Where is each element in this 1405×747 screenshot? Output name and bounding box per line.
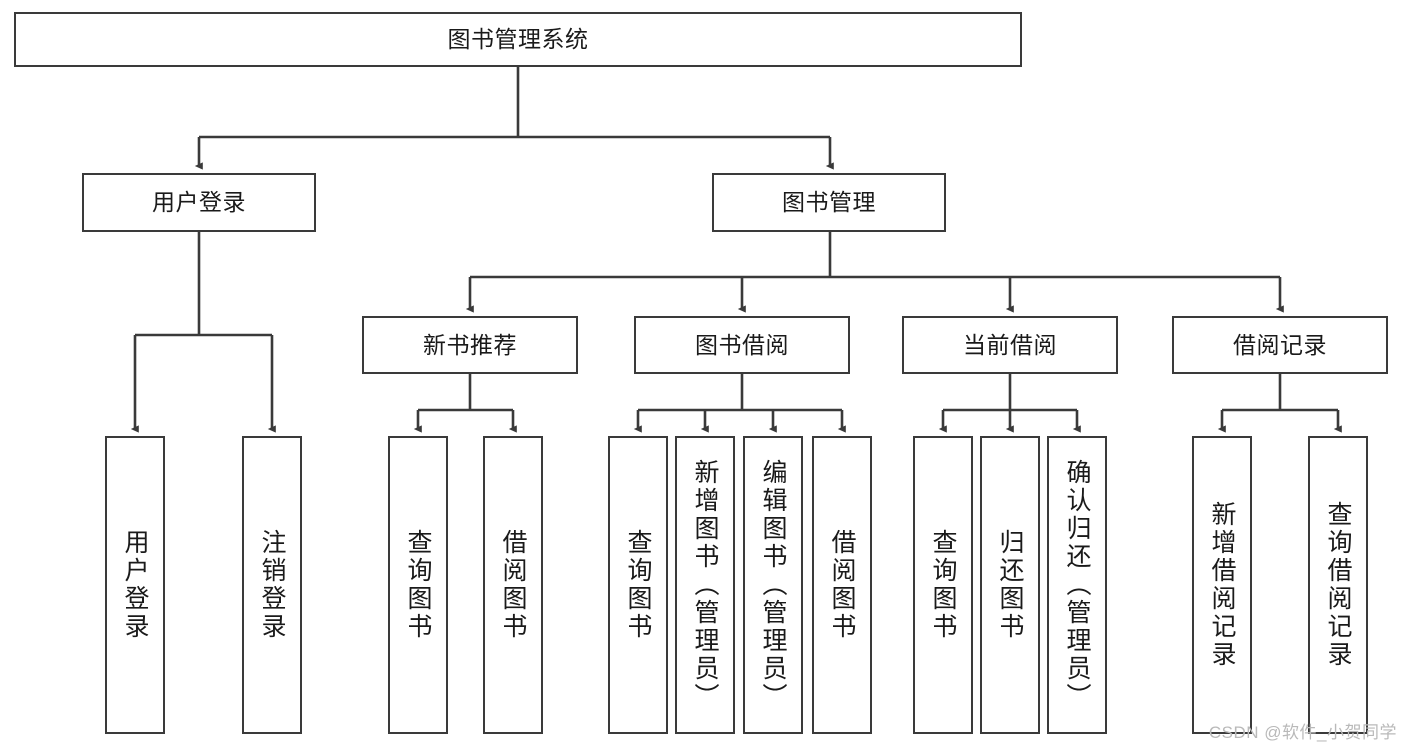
node-leaf-query-book-3[interactable]: 查询图书 xyxy=(913,436,973,734)
node-leaf-add-record[interactable]: 新增借阅记录 xyxy=(1192,436,1252,734)
node-leaf-query-book-1-label: 查询图书 xyxy=(404,529,432,641)
node-new-book-recommend[interactable]: 新书推荐 xyxy=(362,316,578,374)
node-leaf-confirm-return-label: 确认归还（管理员） xyxy=(1063,459,1091,711)
watermark-text: CSDN @软件_小贺同学 xyxy=(1208,723,1397,742)
node-leaf-query-book-2-label: 查询图书 xyxy=(624,529,652,641)
node-leaf-query-record-label: 查询借阅记录 xyxy=(1324,501,1352,669)
node-leaf-query-record[interactable]: 查询借阅记录 xyxy=(1308,436,1368,734)
node-leaf-confirm-return[interactable]: 确认归还（管理员） xyxy=(1047,436,1107,734)
node-leaf-borrow-book-1[interactable]: 借阅图书 xyxy=(483,436,543,734)
node-leaf-add-record-label: 新增借阅记录 xyxy=(1208,501,1236,669)
node-book-management-label: 图书管理 xyxy=(782,189,876,215)
node-leaf-borrow-book-2[interactable]: 借阅图书 xyxy=(812,436,872,734)
node-leaf-user-login-label: 用户登录 xyxy=(121,529,149,641)
node-leaf-edit-book-label: 编辑图书（管理员） xyxy=(759,459,787,711)
node-borrow-record[interactable]: 借阅记录 xyxy=(1172,316,1388,374)
node-user-login[interactable]: 用户登录 xyxy=(82,173,316,232)
node-leaf-return-book-label: 归还图书 xyxy=(996,529,1024,641)
node-leaf-add-book-label: 新增图书（管理员） xyxy=(691,459,719,711)
node-leaf-borrow-book-2-label: 借阅图书 xyxy=(828,529,856,641)
node-leaf-logout-login[interactable]: 注销登录 xyxy=(242,436,302,734)
node-user-login-label: 用户登录 xyxy=(152,189,246,215)
node-leaf-borrow-book-1-label: 借阅图书 xyxy=(499,529,527,641)
node-leaf-add-book[interactable]: 新增图书（管理员） xyxy=(675,436,735,734)
node-leaf-logout-login-label: 注销登录 xyxy=(258,529,286,641)
node-book-borrow[interactable]: 图书借阅 xyxy=(634,316,850,374)
node-new-book-recommend-label: 新书推荐 xyxy=(423,331,517,358)
node-leaf-query-book-2[interactable]: 查询图书 xyxy=(608,436,668,734)
node-root-system-label: 图书管理系统 xyxy=(447,26,589,52)
node-current-borrow[interactable]: 当前借阅 xyxy=(902,316,1118,374)
node-current-borrow-label: 当前借阅 xyxy=(963,331,1057,358)
node-root-system[interactable]: 图书管理系统 xyxy=(14,12,1022,67)
node-leaf-edit-book[interactable]: 编辑图书（管理员） xyxy=(743,436,803,734)
node-borrow-record-label: 借阅记录 xyxy=(1233,331,1327,358)
node-leaf-query-book-1[interactable]: 查询图书 xyxy=(388,436,448,734)
node-leaf-query-book-3-label: 查询图书 xyxy=(929,529,957,641)
node-leaf-user-login[interactable]: 用户登录 xyxy=(105,436,165,734)
node-leaf-return-book[interactable]: 归还图书 xyxy=(980,436,1040,734)
node-book-borrow-label: 图书借阅 xyxy=(695,331,789,358)
node-book-management[interactable]: 图书管理 xyxy=(712,173,946,232)
